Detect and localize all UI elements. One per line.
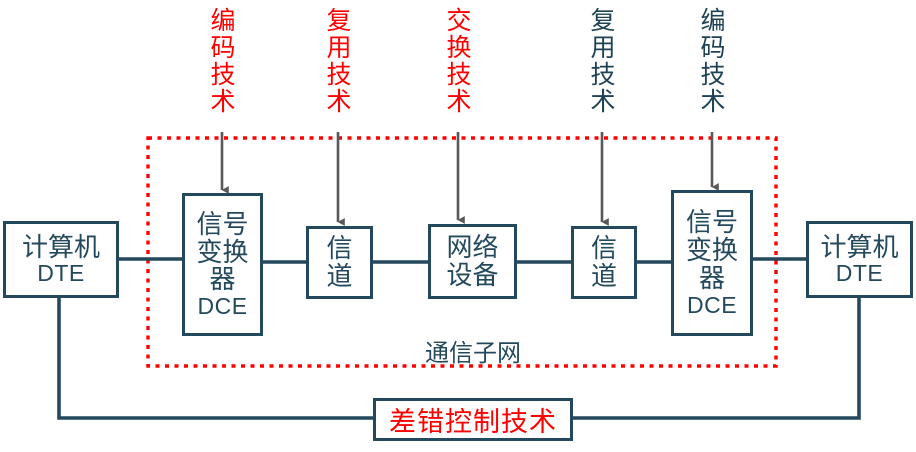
technique-label-switching: 交换技术 — [446, 7, 472, 116]
node-channel-right-cn: 信道 — [590, 232, 617, 291]
node-dce-left[interactable]: 信号变换器 DCE — [182, 193, 263, 336]
node-dce-right-en: DCE — [686, 291, 738, 318]
node-dce-left-cn: 信号变换器 — [196, 208, 249, 295]
node-dce-right-cn: 信号变换器 — [685, 207, 738, 293]
node-dte-right-cn: 计算机 — [820, 231, 899, 262]
technique-label-encoding-right: 编码技术 — [700, 7, 726, 116]
subnet-label: 通信子网 — [425, 340, 521, 367]
link-wires — [118, 257, 808, 264]
node-network-device-cn: 网络设备 — [446, 231, 499, 290]
node-dte-left-en: DTE — [37, 260, 85, 287]
technique-label-encoding-left: 编码技术 — [210, 7, 236, 116]
node-dce-right[interactable]: 信号变换器 DCE — [671, 190, 753, 336]
node-dte-right-en: DTE — [835, 260, 884, 287]
error-control-box[interactable]: 差错控制技术 — [373, 398, 573, 441]
technique-label-multiplexing-left: 复用技术 — [326, 7, 352, 116]
technique-label-multiplexing-right: 复用技术 — [590, 7, 616, 116]
node-dte-left-cn: 计算机 — [21, 231, 100, 262]
subnet-dotted-frame — [146, 136, 778, 368]
node-dte-right[interactable]: 计算机 DTE — [806, 221, 913, 298]
node-dte-left[interactable]: 计算机 DTE — [3, 221, 119, 298]
node-network-device[interactable]: 网络设备 — [428, 224, 517, 299]
node-channel-left[interactable]: 信道 — [306, 226, 373, 299]
node-channel-right[interactable]: 信道 — [571, 226, 637, 299]
error-control-loop — [57, 295, 861, 420]
technique-arrows — [220, 132, 719, 226]
node-dce-left-en: DCE — [197, 293, 248, 320]
node-channel-left-cn: 信道 — [326, 232, 353, 291]
